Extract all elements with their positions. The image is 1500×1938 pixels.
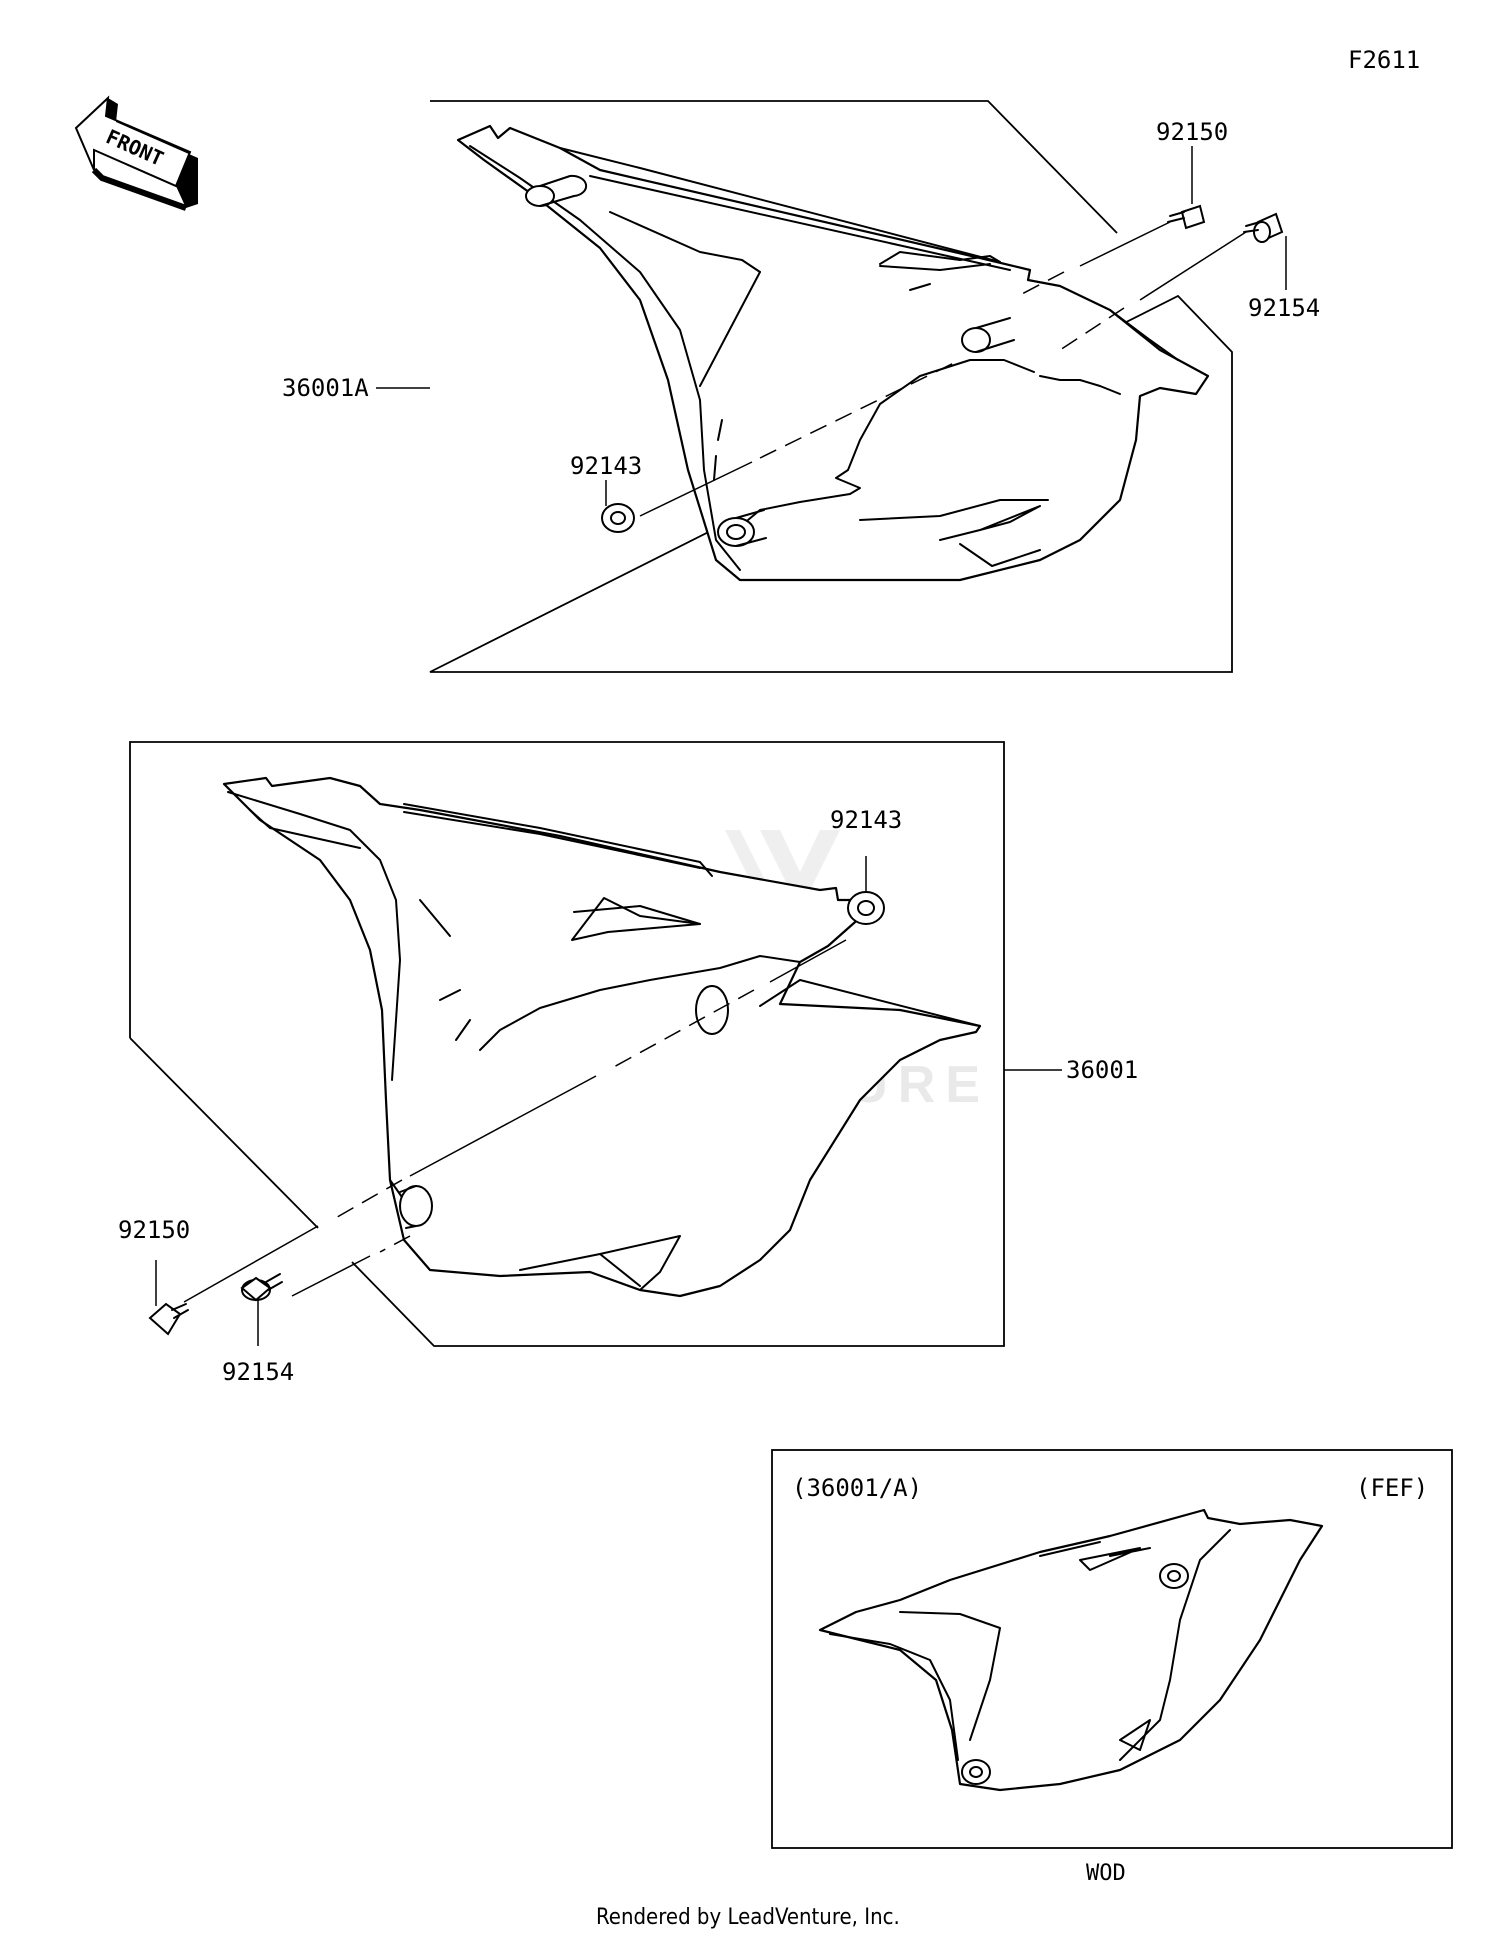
inset-caption: WOD [1086, 1861, 1126, 1886]
part-label-36001: 36001 [1066, 1056, 1138, 1084]
side-panel-36001 [222, 776, 982, 1298]
part-label-top-92154: 92154 [1248, 294, 1320, 322]
inset-side-panel [818, 1508, 1324, 1792]
figure-code: F2611 [1348, 46, 1420, 74]
front-direction-arrow: FRONT [74, 95, 198, 211]
top-section-36001a: 36001A [282, 100, 1320, 673]
middle-grommet-92143 [847, 891, 885, 925]
part-label-middle-92154: 92154 [222, 1358, 294, 1386]
top-grommet-92143 [601, 503, 635, 533]
part-label-middle-92143: 92143 [830, 806, 902, 834]
side-panel-36001a [456, 124, 1210, 582]
part-label-top-92150: 92150 [1156, 118, 1228, 146]
top-bolt-92154 [1243, 212, 1284, 243]
part-label-36001a: 36001A [282, 374, 369, 402]
inset-left-label: (36001/A) [792, 1474, 922, 1502]
middle-section-36001: 36001 [118, 741, 1138, 1386]
part-label-top-92143: 92143 [570, 452, 642, 480]
footer-credit: Rendered by LeadVenture, Inc. [596, 1905, 900, 1930]
part-label-middle-92150: 92150 [118, 1216, 190, 1244]
inset-variant-box: (36001/A) (FEF) WOD [771, 1449, 1453, 1886]
middle-bolt-92154 [240, 1273, 283, 1302]
middle-bolt-92150 [148, 1302, 189, 1336]
top-bolt-92150 [1167, 204, 1206, 230]
inset-right-label: (FEF) [1356, 1474, 1428, 1502]
